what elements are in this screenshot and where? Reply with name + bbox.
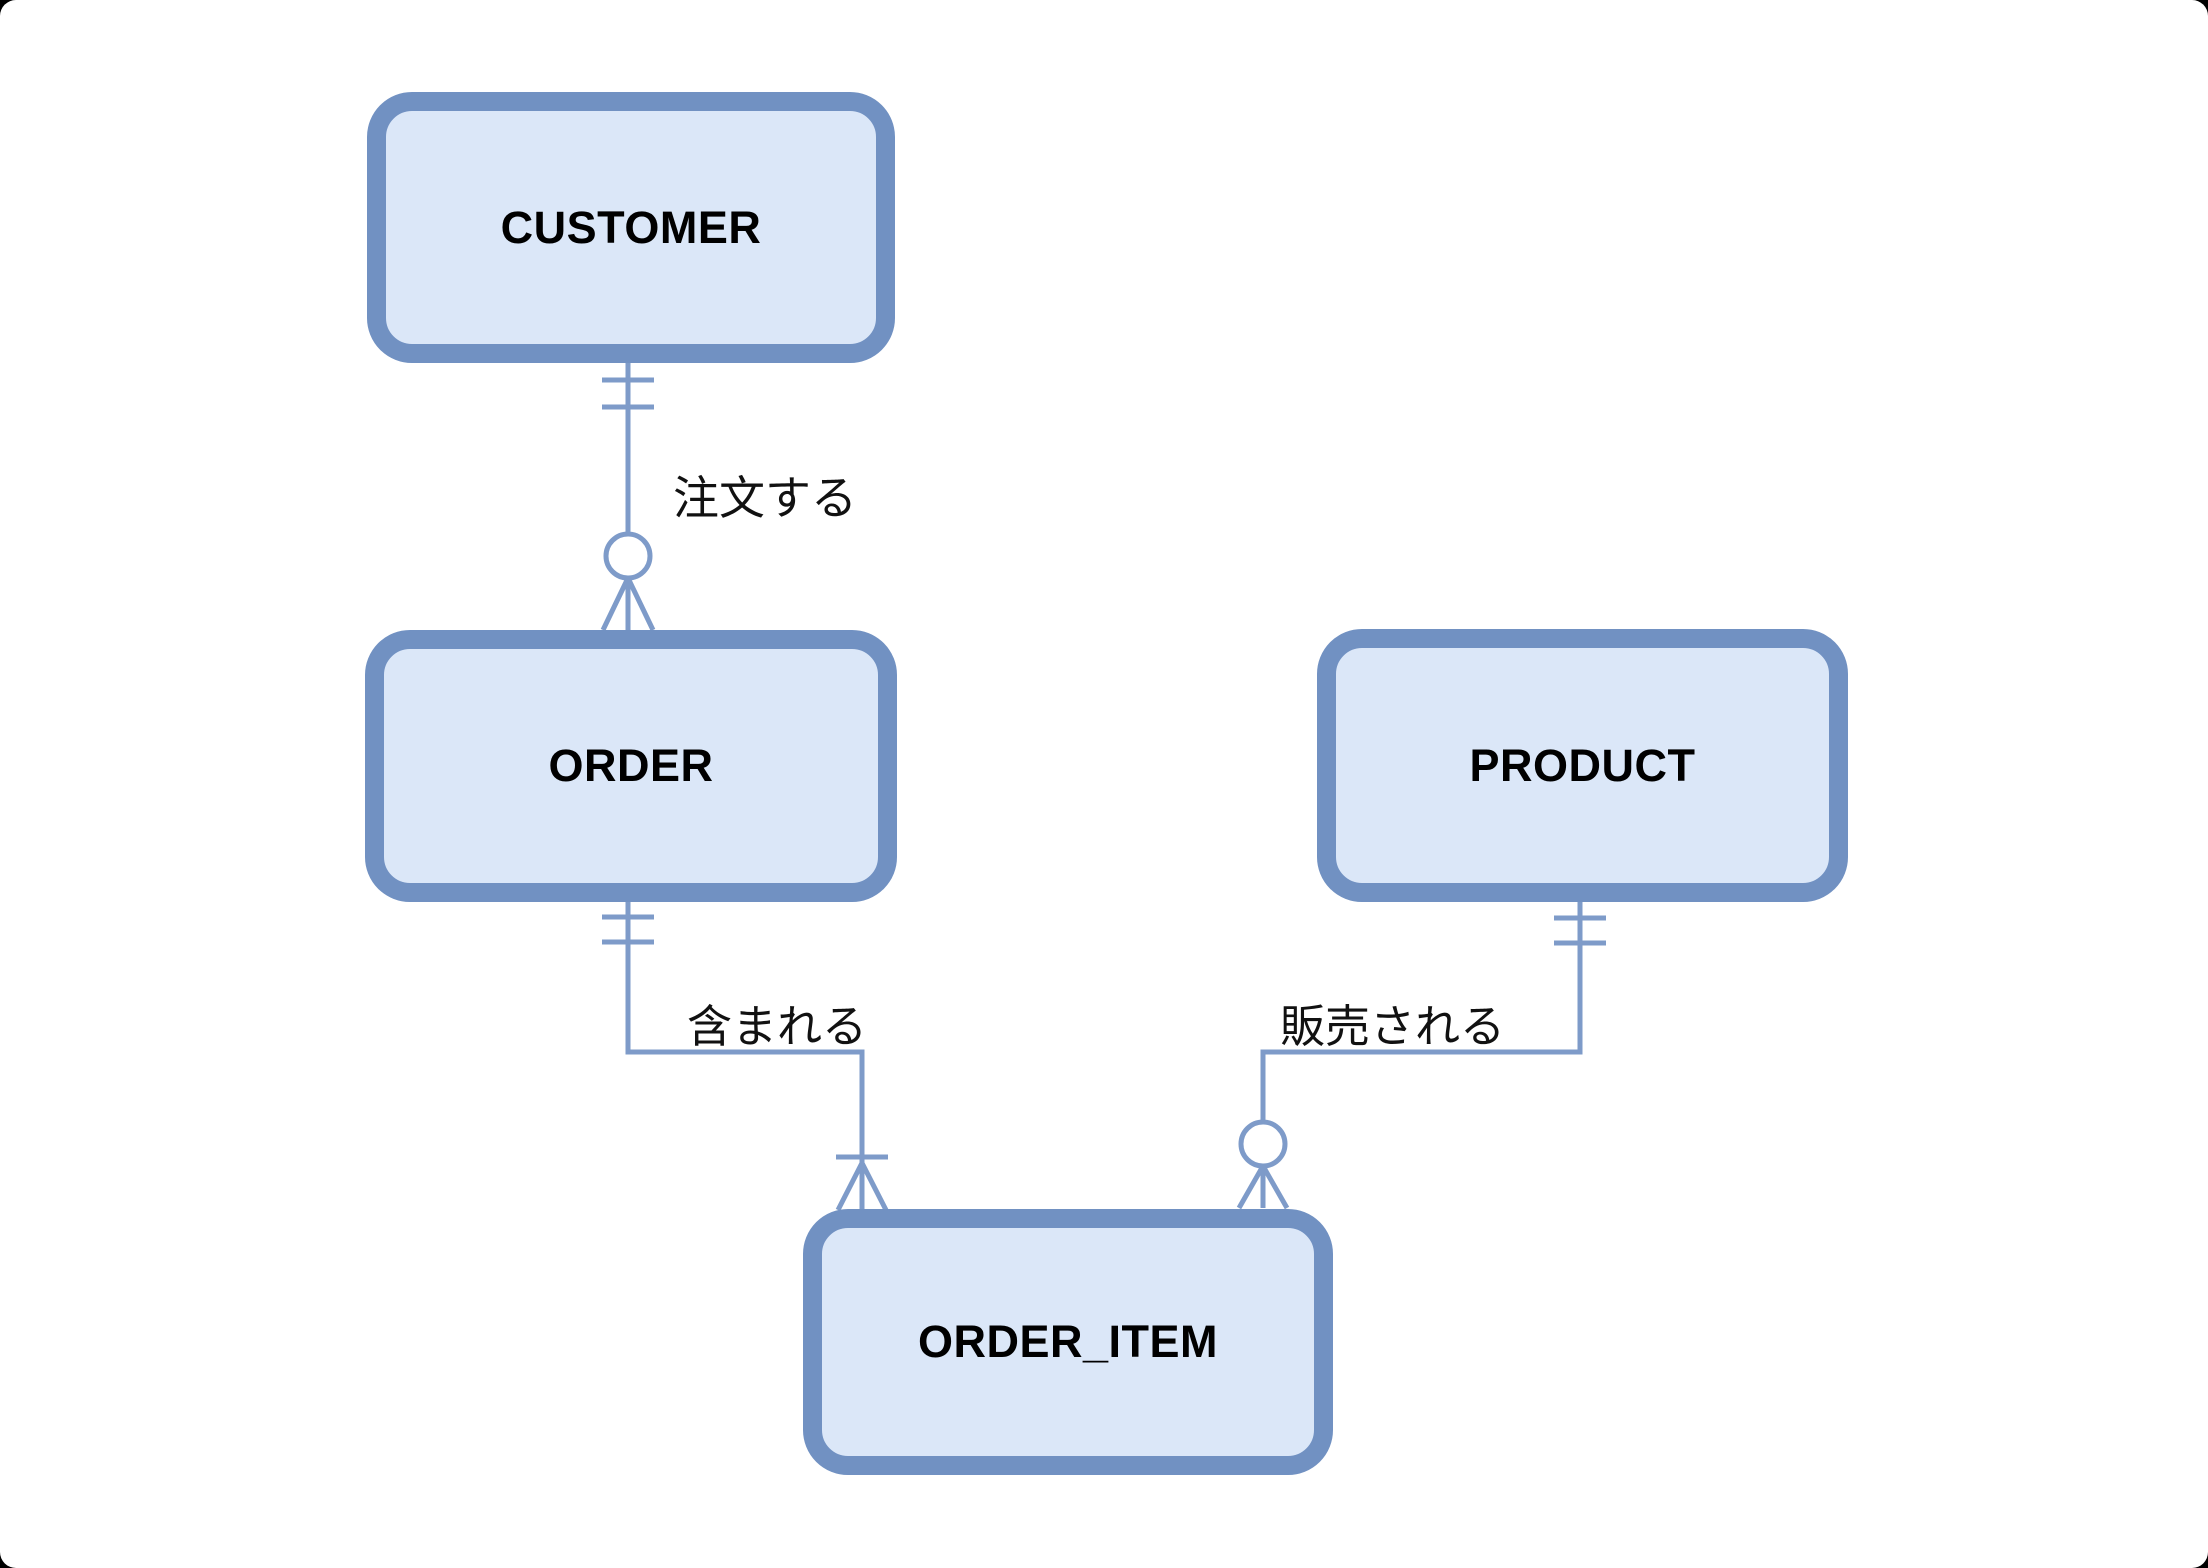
entity-product[interactable]: PRODUCT <box>1317 629 1848 902</box>
relationship-label-customer-order[interactable]: 注文する <box>673 472 857 524</box>
entity-customer[interactable]: CUSTOMER <box>367 92 895 363</box>
entity-product-label: PRODUCT <box>1469 739 1696 791</box>
entity-order-label: ORDER <box>548 740 714 791</box>
crows-foot-orderitem-left <box>835 1161 889 1212</box>
edge-product-orderitem[interactable] <box>1236 902 1606 1210</box>
cardinality-zero-circle <box>1238 1119 1288 1169</box>
entity-order-item-label: ORDER_ITEM <box>917 1316 1219 1367</box>
edge-order-orderitem[interactable] <box>602 902 889 1212</box>
edge-product-orderitem-line <box>1260 902 1583 1122</box>
edge-order-orderitem-line <box>625 902 865 1210</box>
crows-foot-orderitem-right <box>1236 1164 1290 1210</box>
edge-customer-order[interactable] <box>600 363 656 632</box>
cardinality-zero-circle <box>603 531 653 581</box>
relationship-label-product-orderitem[interactable]: 販売される <box>1280 1001 1506 1052</box>
entity-order[interactable]: ORDER <box>365 630 897 902</box>
relationship-label-order-orderitem[interactable]: 含まれる <box>687 1001 868 1052</box>
entity-customer-label: CUSTOMER <box>500 201 762 253</box>
crows-foot-order <box>600 576 656 632</box>
entity-order-item[interactable]: ORDER_ITEM <box>803 1209 1333 1475</box>
